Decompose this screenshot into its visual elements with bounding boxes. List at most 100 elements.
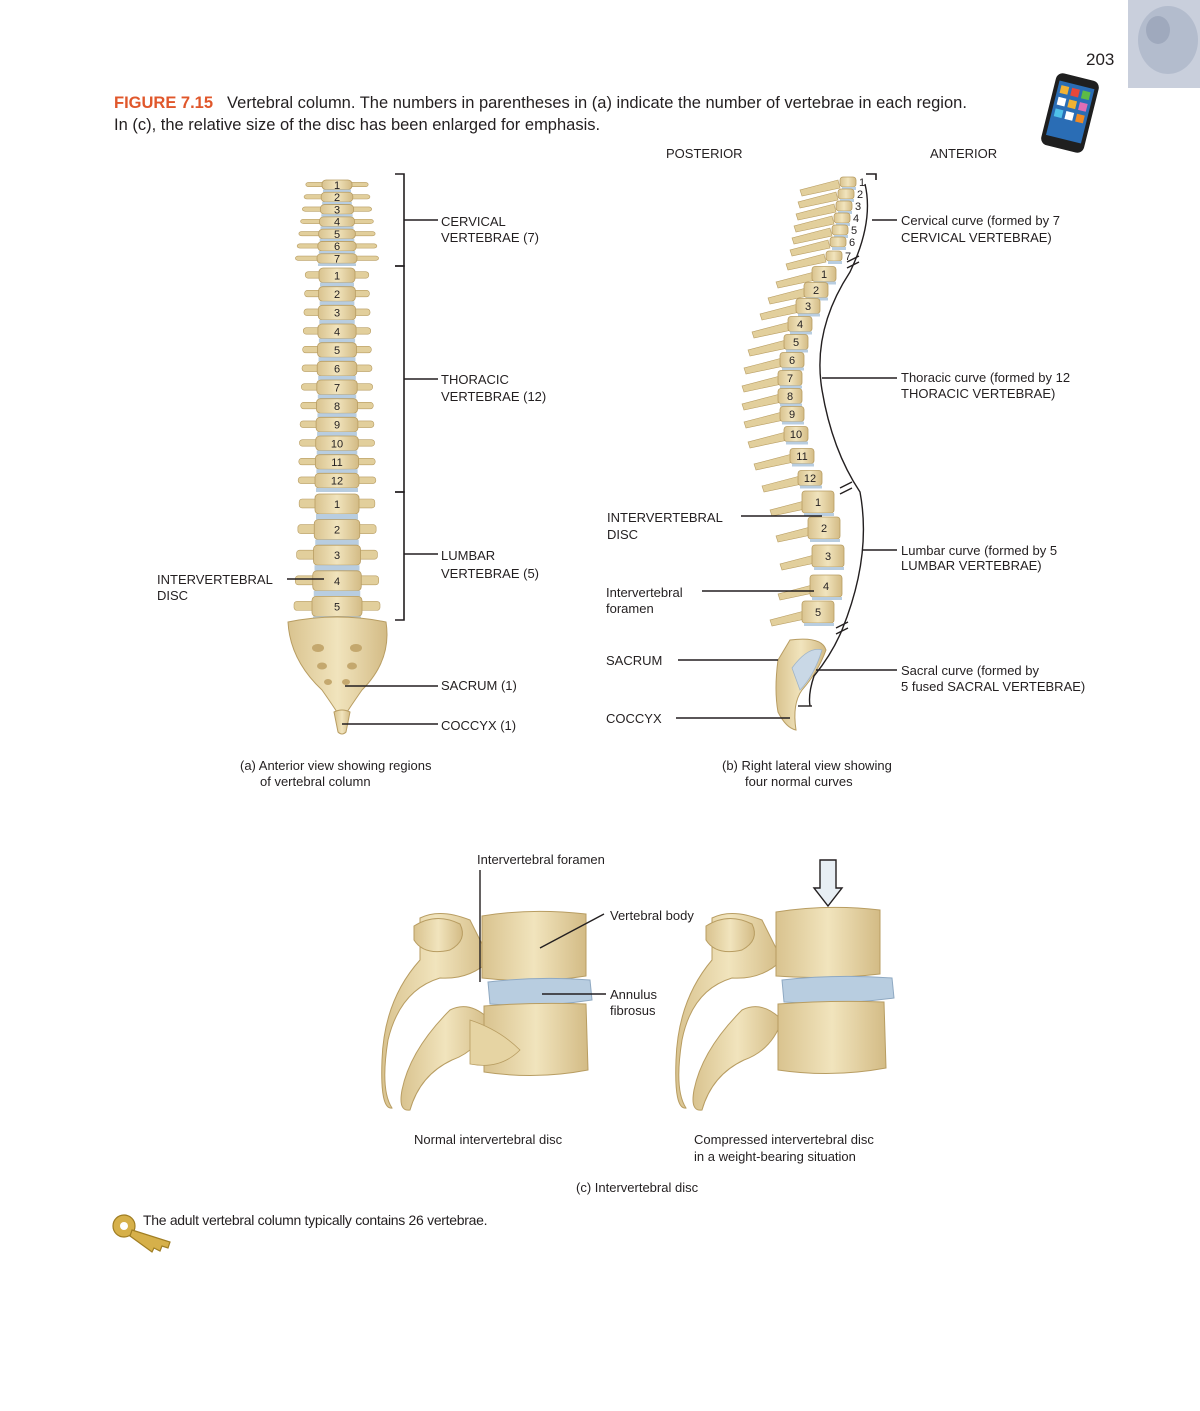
intervertebral-disc: [317, 413, 357, 418]
cervical-vertebra-lateral: [825, 250, 843, 262]
cervical-number-lateral: 4: [853, 213, 859, 225]
intervertebral-disc: [321, 214, 353, 217]
intervertebral-disc-lateral: [812, 597, 842, 600]
mobile-phone-icon: [1040, 72, 1100, 154]
intervertebral-disc: [323, 189, 351, 193]
spinous-process: [753, 453, 795, 471]
intervertebral-disc-lateral: [798, 313, 820, 317]
lumbar-number: 2: [334, 525, 340, 537]
label-disc-b-2: DISC: [607, 527, 639, 542]
spinous-process: [793, 215, 835, 233]
cervical-number: 6: [334, 241, 340, 253]
thoracic-number: 7: [334, 382, 340, 394]
cervical-number-lateral: 3: [855, 201, 861, 213]
figure-number: FIGURE 7.15: [114, 94, 214, 112]
intervertebral-disc: [320, 226, 354, 230]
intervertebral-disc-lateral: [834, 235, 848, 238]
cervical-number: 4: [334, 217, 340, 229]
compressed-disc-illustration: [675, 906, 895, 1111]
intervertebral-disc: [320, 282, 354, 287]
label-foramen-b-1: Intervertebral: [606, 585, 683, 600]
cervical-number: 3: [334, 204, 340, 216]
cervical-vertebra-lateral: [835, 200, 853, 212]
intervertebral-disc: [319, 319, 355, 324]
thoracic-number: 9: [334, 420, 340, 432]
lumbar-number-lateral: 4: [823, 581, 829, 593]
spinous-process: [761, 475, 803, 493]
thoracic-number: 11: [331, 457, 342, 469]
label-posterior: POSTERIOR: [666, 146, 743, 161]
label-cervical-curve-1: Cervical curve (formed by 7: [901, 213, 1060, 228]
intervertebral-disc: [316, 469, 358, 474]
label-coccyx-b: COCCYX: [606, 711, 662, 726]
spinous-process: [741, 393, 783, 411]
thoracic-number: 2: [334, 289, 340, 301]
intervertebral-disc: [315, 539, 359, 546]
intervertebral-disc-lateral: [800, 485, 822, 489]
intervertebral-disc-lateral: [782, 367, 804, 371]
thoracic-number: 1: [334, 270, 340, 282]
label-lumbar-curve-1: Lumbar curve (formed by 5: [901, 543, 1058, 558]
thoracic-number-lateral: 6: [789, 355, 795, 367]
label-sacral-curve-1: Sacral curve (formed by: [901, 663, 1039, 678]
thoracic-number-lateral: 11: [796, 451, 807, 463]
intervertebral-disc-lateral: [782, 421, 804, 425]
lumbar-number: 5: [334, 601, 340, 613]
caption-c: (c) Intervertebral disc: [576, 1180, 699, 1195]
figure-caption-line2: In (c), the relative size of the disc ha…: [114, 116, 601, 134]
normal-disc-illustration: [381, 910, 593, 1111]
intervertebral-disc: [316, 487, 358, 492]
thoracic-number-lateral: 4: [797, 319, 803, 331]
spinous-process: [747, 431, 789, 449]
thoracic-number: 10: [331, 438, 343, 450]
lumbar-number: 4: [334, 576, 340, 588]
intervertebral-disc: [316, 450, 358, 455]
lumbar-number-lateral: 5: [815, 607, 821, 619]
spinous-process: [743, 411, 785, 429]
label-lumbar-curve-2: LUMBAR VERTEBRAE): [901, 558, 1042, 573]
intervertebral-disc-lateral: [804, 623, 834, 626]
cervical-number: 2: [334, 192, 340, 204]
lumbar-number-lateral: 2: [821, 523, 827, 535]
cervical-number: 1: [334, 180, 340, 192]
key-icon: [112, 1214, 171, 1253]
thoracic-number: 8: [334, 401, 340, 413]
intervertebral-disc: [318, 357, 356, 362]
intervertebral-disc: [319, 238, 355, 242]
intervertebral-disc-lateral: [832, 247, 846, 250]
intervertebral-disc-lateral: [790, 331, 812, 335]
thoracic-number-lateral: 3: [805, 301, 811, 313]
spinous-process: [741, 375, 783, 393]
thoracic-number-lateral: 12: [804, 473, 816, 485]
label-thoracic-curve-2: THORACIC VERTEBRAE): [901, 386, 1056, 401]
cervical-vertebra-lateral: [833, 212, 851, 224]
caption-compressed-2: in a weight-bearing situation: [694, 1149, 856, 1164]
intervertebral-disc: [313, 590, 361, 597]
thoracic-number: 4: [334, 326, 340, 338]
thoracic-number-lateral: 5: [793, 337, 799, 349]
label-vertebral-body: Vertebral body: [610, 908, 694, 923]
thoracic-number: 12: [331, 476, 343, 488]
compression-arrow-icon: [812, 859, 844, 908]
intervertebral-disc-lateral: [842, 187, 856, 190]
intervertebral-disc-lateral: [810, 539, 840, 542]
spinous-process: [795, 203, 837, 221]
cervical-number: 5: [334, 229, 340, 241]
cervical-number-lateral: 7: [845, 251, 851, 263]
label-thoracic-curve-1: Thoracic curve (formed by 12: [901, 370, 1071, 385]
spinous-process: [799, 179, 841, 197]
cervical-number: 7: [334, 254, 340, 266]
label-disc-a-1: INTERVERTEBRAL: [157, 572, 273, 587]
intervertebral-disc: [318, 263, 356, 266]
intervertebral-disc: [322, 201, 352, 205]
label-sacrum-a: SACRUM (1): [441, 678, 517, 693]
spinous-process: [789, 239, 831, 257]
caption-b-2: four normal curves: [745, 774, 853, 789]
cervical-vertebra-lateral: [829, 236, 847, 248]
label-annulus-2: fibrosus: [610, 1003, 656, 1018]
intervertebral-disc: [314, 565, 360, 571]
label-sacral-curve-2: 5 fused SACRAL VERTEBRAE): [901, 679, 1086, 694]
